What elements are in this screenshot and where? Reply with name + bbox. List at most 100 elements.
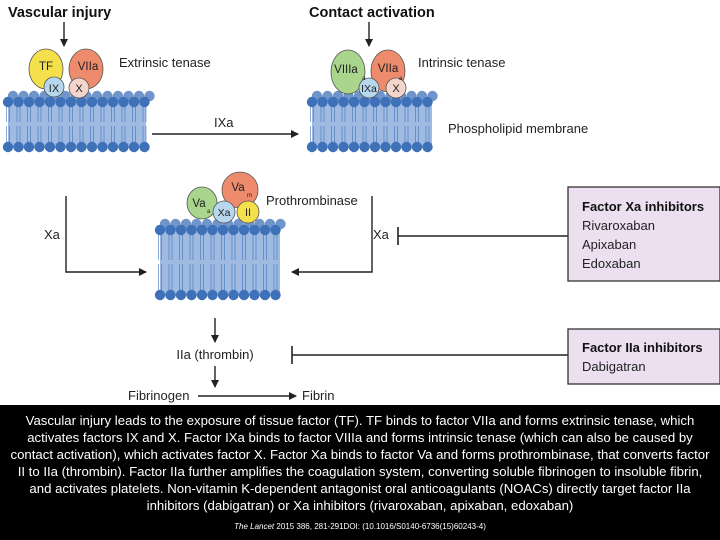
lipid-head bbox=[44, 141, 56, 153]
lipid-head bbox=[128, 141, 140, 153]
heading-contact-activation: Contact activation bbox=[309, 5, 435, 21]
factor-xa-inhibitors-box: Factor Xa inhibitors Rivaroxaban Apixaba… bbox=[567, 186, 720, 282]
factor-iia-inhibitors-box: Factor IIa inhibitors Dabigatran bbox=[567, 328, 720, 385]
lipid-head bbox=[390, 141, 402, 153]
lipid-head bbox=[369, 96, 381, 108]
extrinsic-tenase-complex: TF VIIa IX X bbox=[28, 48, 104, 99]
factor-viia-subscript: a bbox=[399, 76, 403, 82]
lipid-head bbox=[348, 141, 360, 153]
lipid-head bbox=[217, 289, 229, 301]
coagulation-diagram: Vascular injury Contact activation TF VI… bbox=[0, 0, 720, 405]
figure-caption: Vascular injury leads to the exposure of… bbox=[10, 413, 710, 513]
lipid-head bbox=[422, 96, 433, 108]
lipid-head bbox=[249, 224, 260, 236]
lipid-head bbox=[338, 141, 349, 153]
lipid-head bbox=[317, 141, 328, 153]
figure-citation: The Lancet 2015 386, 281-291DOI: (10.101… bbox=[0, 522, 720, 531]
arrow-xa-left bbox=[65, 196, 147, 276]
factor-xa-inhibitors-title: Factor Xa inhibitors bbox=[582, 199, 704, 214]
lipid-head bbox=[55, 141, 66, 153]
intrinsic-tenase-complex: VIIIa a VIIa a IXa X bbox=[330, 49, 407, 99]
factor-viia-label: VIIa bbox=[378, 63, 399, 75]
factor-iia-inhibitors-title: Factor IIa inhibitors bbox=[582, 340, 703, 355]
lipid-head bbox=[228, 224, 239, 236]
lipid-head bbox=[97, 141, 108, 153]
lipid-head bbox=[44, 96, 56, 108]
lipid-head bbox=[65, 141, 77, 153]
lipid-head bbox=[165, 289, 176, 301]
factor-xa-label: Xa bbox=[218, 207, 231, 219]
factor-ix-label: IX bbox=[49, 83, 60, 95]
lipid-head bbox=[411, 141, 423, 153]
lipid-head bbox=[34, 96, 45, 108]
factor-xa-node bbox=[212, 200, 236, 224]
drug-edoxaban: Edoxaban bbox=[582, 256, 641, 271]
factor-va-node bbox=[186, 186, 218, 220]
lipid-head bbox=[186, 224, 197, 236]
drug-rivaroxaban: Rivaroxaban bbox=[582, 218, 655, 233]
arrow-xa-right bbox=[291, 196, 373, 276]
lipid-head bbox=[86, 96, 98, 108]
lipid-head bbox=[306, 141, 318, 153]
lipid-head bbox=[249, 289, 260, 301]
citation-details: 2015 386, 281-291DOI: (10.1016/S0140-673… bbox=[274, 522, 486, 531]
factor-ixa-label: IXa bbox=[361, 83, 377, 95]
lipid-head bbox=[139, 141, 150, 153]
lipid-head bbox=[196, 224, 208, 236]
membrane-core bbox=[160, 228, 280, 296]
label-intrinsic-tenase: Intrinsic tenase bbox=[418, 55, 505, 70]
lipid-head bbox=[238, 224, 250, 236]
lipid-head bbox=[259, 224, 271, 236]
drug-dabigatran: Dabigatran bbox=[582, 359, 646, 374]
lipid-head bbox=[259, 289, 271, 301]
lipid-head bbox=[327, 96, 339, 108]
lipid-head bbox=[175, 289, 187, 301]
factor-va-label: Va bbox=[192, 198, 206, 210]
lipid-head bbox=[165, 224, 176, 236]
lipid-head bbox=[118, 96, 129, 108]
lipid-head bbox=[238, 289, 250, 301]
coagulation-diagram-svg: Vascular injury Contact activation TF VI… bbox=[2, 5, 720, 403]
lipid-head bbox=[139, 96, 150, 108]
factor-ixa-node bbox=[358, 77, 380, 99]
lipid-head bbox=[86, 141, 98, 153]
label-ixa-product: IXa bbox=[214, 115, 234, 130]
factor-ix-node bbox=[43, 76, 65, 98]
lipid-head bbox=[401, 141, 412, 153]
lipid-head bbox=[422, 141, 433, 153]
lipid-head bbox=[2, 96, 14, 108]
label-xa-left: Xa bbox=[44, 227, 61, 242]
membrane-extrinsic bbox=[2, 90, 155, 153]
lipid-head bbox=[196, 289, 208, 301]
factor-x-node bbox=[385, 77, 407, 99]
prothrombinase-complex: Va m Va a Xa II bbox=[186, 171, 260, 224]
lipid-head bbox=[217, 224, 229, 236]
lipid-head bbox=[76, 141, 87, 153]
factor-tf-label: TF bbox=[39, 61, 53, 73]
factor-x-label: X bbox=[75, 83, 83, 95]
lipid-head bbox=[97, 96, 108, 108]
heading-vascular-injury: Vascular injury bbox=[8, 5, 111, 21]
lipid-head bbox=[306, 96, 318, 108]
lipid-head bbox=[270, 289, 281, 301]
membrane-prothrombinase bbox=[154, 218, 286, 301]
factor-va-m-subscript: m bbox=[247, 193, 252, 199]
lipid-head bbox=[107, 141, 119, 153]
lipid-head bbox=[76, 96, 87, 108]
lipid-head bbox=[13, 96, 24, 108]
lipid-head bbox=[118, 141, 129, 153]
lipid-head bbox=[401, 96, 412, 108]
lipid-head bbox=[186, 289, 197, 301]
lipid-head bbox=[154, 289, 166, 301]
lipid-head bbox=[175, 224, 187, 236]
lipid-head bbox=[207, 224, 218, 236]
lipid-head bbox=[369, 141, 381, 153]
factor-viiia-label: VIIIa bbox=[334, 64, 358, 76]
lipid-head bbox=[359, 141, 370, 153]
label-prothrombinase: Prothrombinase bbox=[266, 193, 358, 208]
lipid-head bbox=[207, 289, 218, 301]
factor-ii-node bbox=[236, 200, 260, 224]
lipid-head bbox=[270, 224, 281, 236]
factor-x-label: X bbox=[392, 83, 400, 95]
factor-x-node bbox=[68, 77, 90, 99]
